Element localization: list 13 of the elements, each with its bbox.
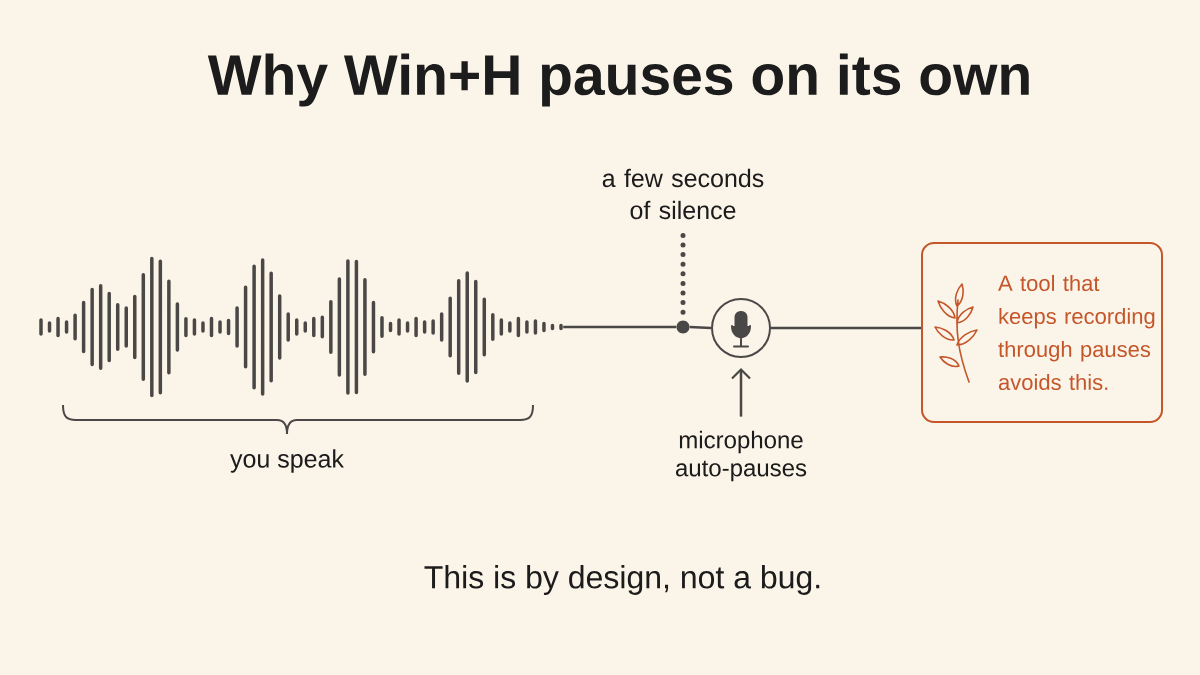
annotation-label: microphone auto-pauses	[676, 430, 807, 482]
connector-line	[563, 325, 677, 329]
connector-line	[771, 326, 921, 330]
waveform	[39, 256, 563, 398]
annotation-label: you speak	[230, 449, 344, 473]
microphone-circle	[711, 298, 771, 358]
annotation-label: a few seconds of silence	[602, 168, 764, 220]
connector-line	[689, 325, 712, 330]
title: Why Win+H pauses on its own	[207, 53, 1029, 107]
callout-box: A tool that keeps recording through pauses avoids this.	[921, 242, 1163, 423]
caption: This is by design, not a bug.	[424, 565, 820, 595]
dotted-leader-line	[680, 232, 686, 316]
arrow	[731, 368, 751, 417]
